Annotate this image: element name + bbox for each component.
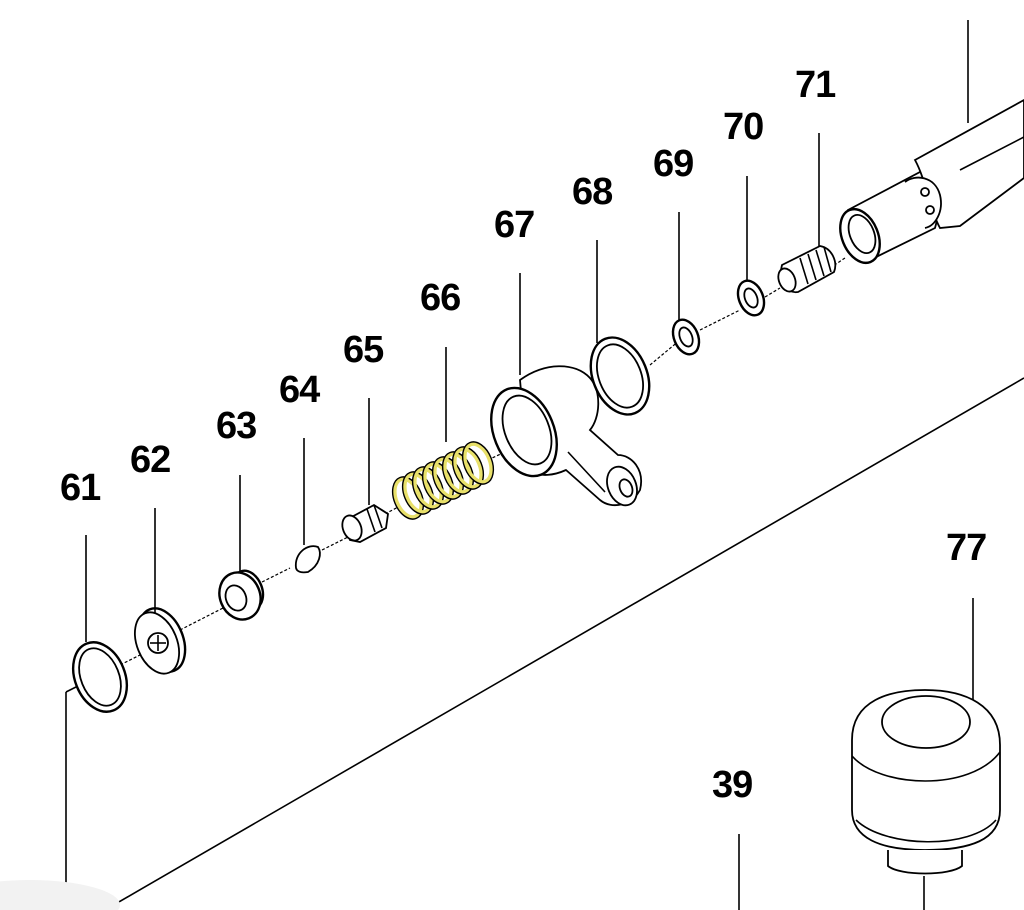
spring-coil-outline	[441, 451, 475, 495]
spring-coil-outline	[411, 466, 445, 510]
part-66-spring[interactable]	[387, 347, 499, 524]
part-tube-housing[interactable]	[833, 20, 1024, 269]
spring-coil	[462, 441, 494, 485]
part-67-banjo-fitting[interactable]	[479, 273, 643, 510]
part-69-small-washer[interactable]	[668, 212, 704, 358]
callout-71: 71	[795, 64, 836, 106]
spring-coils	[391, 441, 495, 520]
callout-39: 39	[712, 764, 752, 806]
spring-coil	[452, 446, 484, 490]
callout-70: 70	[723, 106, 763, 148]
callout-65: 65	[343, 329, 384, 371]
part-63-bushing[interactable]	[212, 475, 268, 626]
callout-labels: 61 62 63 64 65 66 67 68 69 70 71 77 39	[60, 64, 987, 806]
spring-coil-outline	[451, 446, 485, 490]
callout-67: 67	[494, 204, 534, 246]
part-68-o-ring-large[interactable]	[580, 240, 660, 423]
callout-77: 77	[946, 527, 986, 569]
callout-63: 63	[216, 405, 256, 447]
spring-coil-outline	[421, 461, 455, 505]
callout-61: 61	[60, 467, 101, 509]
spring-coil-outline	[461, 441, 495, 485]
spring-coil-outline	[431, 456, 465, 500]
callout-69: 69	[653, 143, 693, 185]
housing-outline	[0, 377, 1024, 910]
part-62-washer[interactable]	[126, 508, 193, 680]
part-65-valve-plug[interactable]	[339, 398, 389, 543]
callout-66: 66	[420, 277, 460, 319]
part-77-knob-cap[interactable]	[851, 598, 1001, 910]
callout-64: 64	[279, 369, 320, 411]
assembly-axis	[79, 257, 846, 686]
part-61-o-ring[interactable]	[63, 535, 136, 720]
part-70-small-washer[interactable]	[733, 176, 769, 319]
part-71-threaded-valve[interactable]	[775, 133, 837, 294]
spring-coil-outline	[401, 471, 435, 515]
callout-68: 68	[572, 171, 612, 213]
callout-62: 62	[130, 439, 170, 481]
spring-coil-outline	[391, 476, 425, 520]
part-64-ball-cap[interactable]	[295, 438, 321, 574]
